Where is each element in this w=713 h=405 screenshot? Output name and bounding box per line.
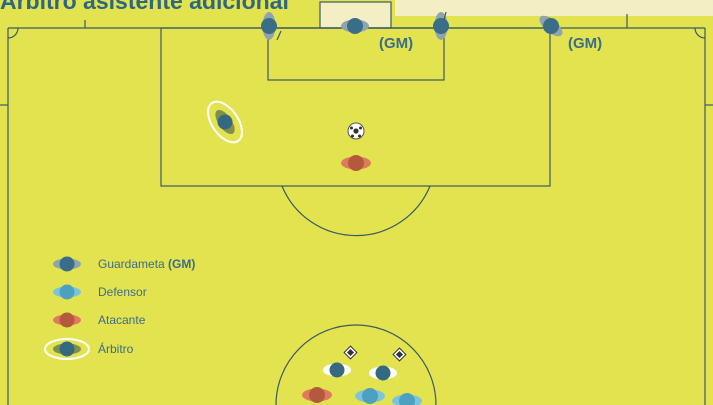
- flag-icon: [393, 348, 406, 361]
- defender-center-left: [355, 388, 385, 404]
- corner-arc-left: [8, 28, 18, 38]
- defender-icon: [42, 281, 92, 303]
- attacker-penalty-spot: [341, 155, 371, 171]
- defender-center-right: [392, 393, 422, 405]
- assistant-referee-left: [261, 12, 281, 40]
- center-circle: [276, 325, 436, 405]
- ball-icon: [348, 123, 364, 139]
- referee-center-left: [323, 363, 351, 378]
- goal-area: [268, 28, 444, 80]
- legend-item-referee: Árbitro: [42, 338, 133, 360]
- legend-label-defender: Defensor: [98, 285, 147, 299]
- diagram-title: Árbitro asistente adicional: [0, 0, 289, 15]
- legend-item-attacker: Atacante: [42, 309, 145, 331]
- legend-suffix-goalkeeper: (GM): [168, 257, 195, 271]
- legend-label-referee: Árbitro: [98, 342, 133, 356]
- referee-penalty-area: [201, 96, 249, 149]
- attacker-icon: [42, 309, 92, 331]
- legend-label-attacker: Atacante: [98, 313, 145, 327]
- legend-label-goalkeeper: Guardameta: [98, 257, 165, 271]
- gm-label-corner: (GM): [568, 35, 602, 52]
- assistant-referee-right: [433, 12, 449, 40]
- penalty-arc: [282, 186, 430, 236]
- legend-item-goalkeeper: Guardameta (GM): [42, 253, 195, 275]
- referee-center-right: [369, 366, 397, 381]
- attacker-center: [302, 387, 332, 403]
- corner-arc-right: [695, 28, 705, 38]
- goalkeeper-icon: [42, 253, 92, 275]
- legend-item-defender: Defensor: [42, 281, 147, 303]
- referee-icon: [42, 338, 92, 360]
- flag-icon: [344, 346, 357, 359]
- gm-label-goal: (GM): [379, 35, 413, 52]
